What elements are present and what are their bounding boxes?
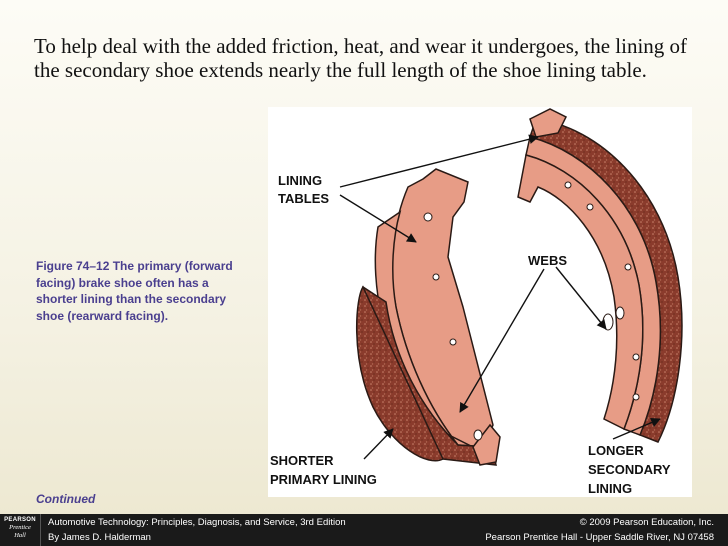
continued-label: Continued — [36, 492, 96, 506]
label-longer-3: LINING — [588, 481, 632, 496]
publisher: Pearson Prentice Hall - Upper Saddle Riv… — [485, 532, 714, 543]
logo-line2b: Hall — [14, 532, 26, 539]
label-shorter-2: PRIMARY LINING — [270, 472, 377, 487]
label-lining-tables-1: LINING — [278, 173, 322, 188]
label-shorter-1: SHORTER — [270, 453, 334, 468]
slide-heading: To help deal with the added friction, he… — [34, 34, 688, 82]
brake-shoe-figure: LINING TABLES WEBS SHORTER PRIMARY LININ… — [268, 107, 692, 497]
pearson-prentice-hall-logo: PEARSON Prentice Hall — [0, 514, 41, 546]
figure-caption: Figure 74–12 The primary (forward facing… — [36, 259, 233, 323]
leader-arrows — [339, 134, 661, 460]
secondary-shoe — [517, 108, 683, 443]
primary-shoe — [356, 168, 501, 466]
author: By James D. Halderman — [48, 532, 151, 543]
label-longer-1: LONGER — [588, 443, 644, 458]
label-lining-tables-2: TABLES — [278, 191, 329, 206]
footer-bar: PEARSON Prentice Hall Automotive Technol… — [0, 514, 728, 546]
label-webs: WEBS — [528, 253, 567, 268]
label-longer-2: SECONDARY — [588, 462, 671, 477]
book-title: Automotive Technology: Principles, Diagn… — [48, 517, 346, 528]
logo-line1: PEARSON — [4, 517, 36, 523]
copyright: © 2009 Pearson Education, Inc. — [579, 517, 714, 528]
logo-line2a: Prentice — [9, 524, 31, 531]
